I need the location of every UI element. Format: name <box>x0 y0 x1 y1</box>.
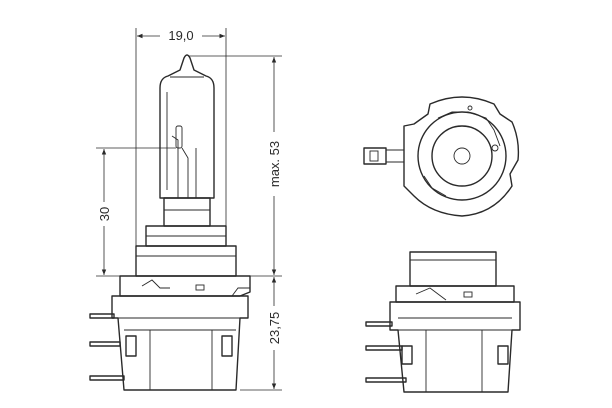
dimension-width-top: 19,0 <box>135 28 227 246</box>
dimension-label-base-height: 23,75 <box>267 312 282 345</box>
dimension-label-total-height: max. 53 <box>267 141 282 187</box>
dimension-label-width: 19,0 <box>168 28 193 43</box>
terminal-pins <box>89 313 125 381</box>
glass-envelope <box>159 54 215 199</box>
base-side-view <box>365 251 521 393</box>
dimension-height-base: 23,75 <box>240 277 282 391</box>
dimension-height-total: max. 53 <box>188 55 282 277</box>
dimension-light-center: 30 <box>96 147 176 277</box>
dimension-label-light-center: 30 <box>97 207 112 221</box>
filament <box>171 125 197 198</box>
bulb-top-view <box>363 96 520 217</box>
